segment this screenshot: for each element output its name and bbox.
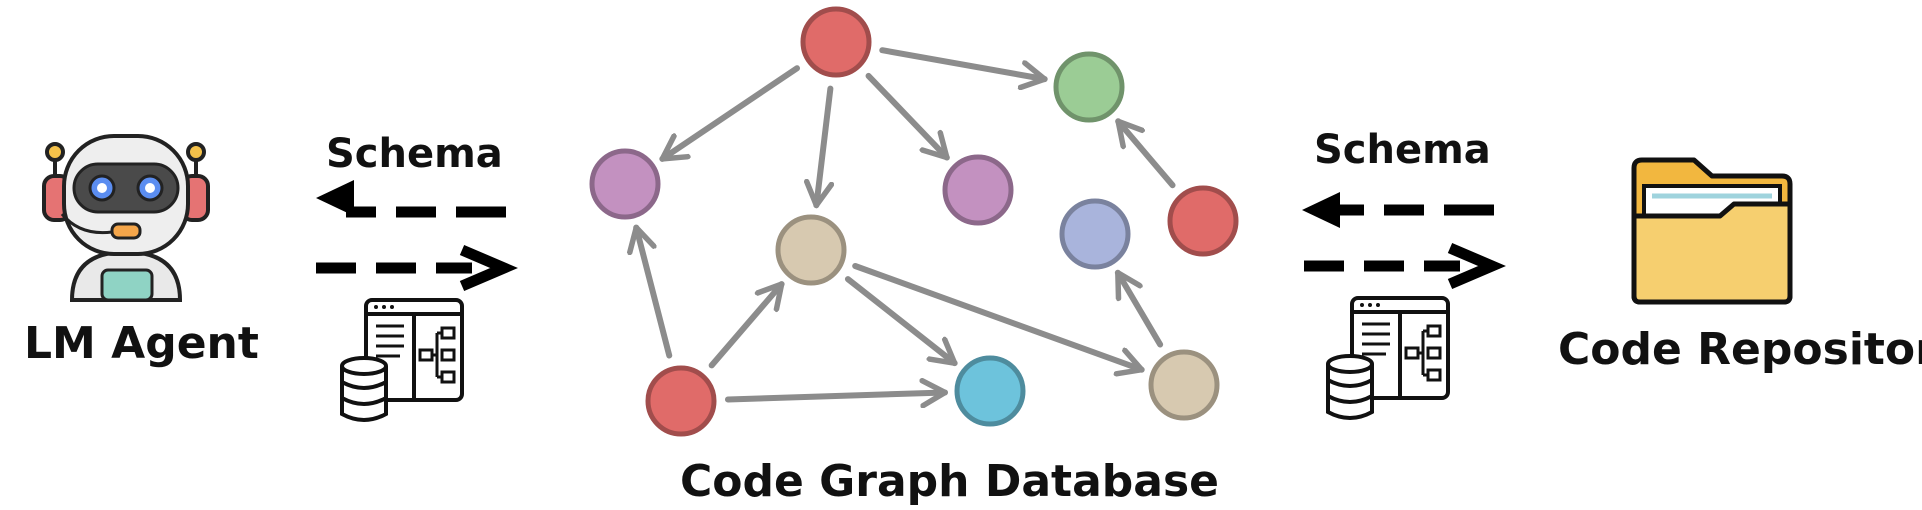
schema-label-left: Schema (326, 131, 503, 177)
agent-label: LM Agent (24, 318, 259, 369)
arrow-right-dashed (1304, 242, 1506, 290)
graph-edge-n5-n10 (852, 262, 1145, 370)
graph-node-n1 (800, 6, 872, 78)
graph-edge-n1-n3 (659, 65, 801, 162)
graph-edge-n1-n4 (865, 72, 950, 161)
graph-edge-n5-n9 (844, 276, 958, 367)
graph-edge-n7-n2 (1115, 118, 1176, 189)
graph-node-n3 (589, 148, 661, 220)
arrow-left-dashed (1302, 192, 1494, 228)
graph-edge-n8-n9 (724, 392, 949, 399)
folder-icon (1631, 157, 1793, 305)
graph-edges (636, 47, 1176, 399)
schema-database-icon (340, 298, 464, 422)
graph-node-n2 (1053, 51, 1125, 123)
graph-node-n7 (1167, 185, 1239, 257)
graph-edge-n8-n3 (636, 224, 673, 359)
graph-node-n9 (954, 355, 1026, 427)
graph-node-n6 (1059, 198, 1131, 270)
graph-node-n4 (942, 154, 1014, 226)
arrow-right-dashed (316, 244, 518, 292)
schema-label-right: Schema (1314, 127, 1491, 173)
graph-edge-n10-n6 (1114, 269, 1164, 348)
arrow-left-dashed (316, 180, 506, 218)
robot-icon (42, 134, 210, 302)
graph-node-n5 (775, 214, 847, 286)
graph-node-n8 (645, 365, 717, 437)
graph-edge-n1-n2 (879, 47, 1048, 79)
schema-database-icon (1326, 296, 1450, 420)
graph-nodes (589, 6, 1239, 437)
graph-edge-n1-n5 (816, 85, 830, 209)
repository-label: Code Repository (1558, 324, 1922, 375)
graph-node-n10 (1148, 349, 1220, 421)
graph-edge-n8-n5 (708, 281, 785, 369)
graph-database-label: Code Graph Database (680, 456, 1219, 507)
